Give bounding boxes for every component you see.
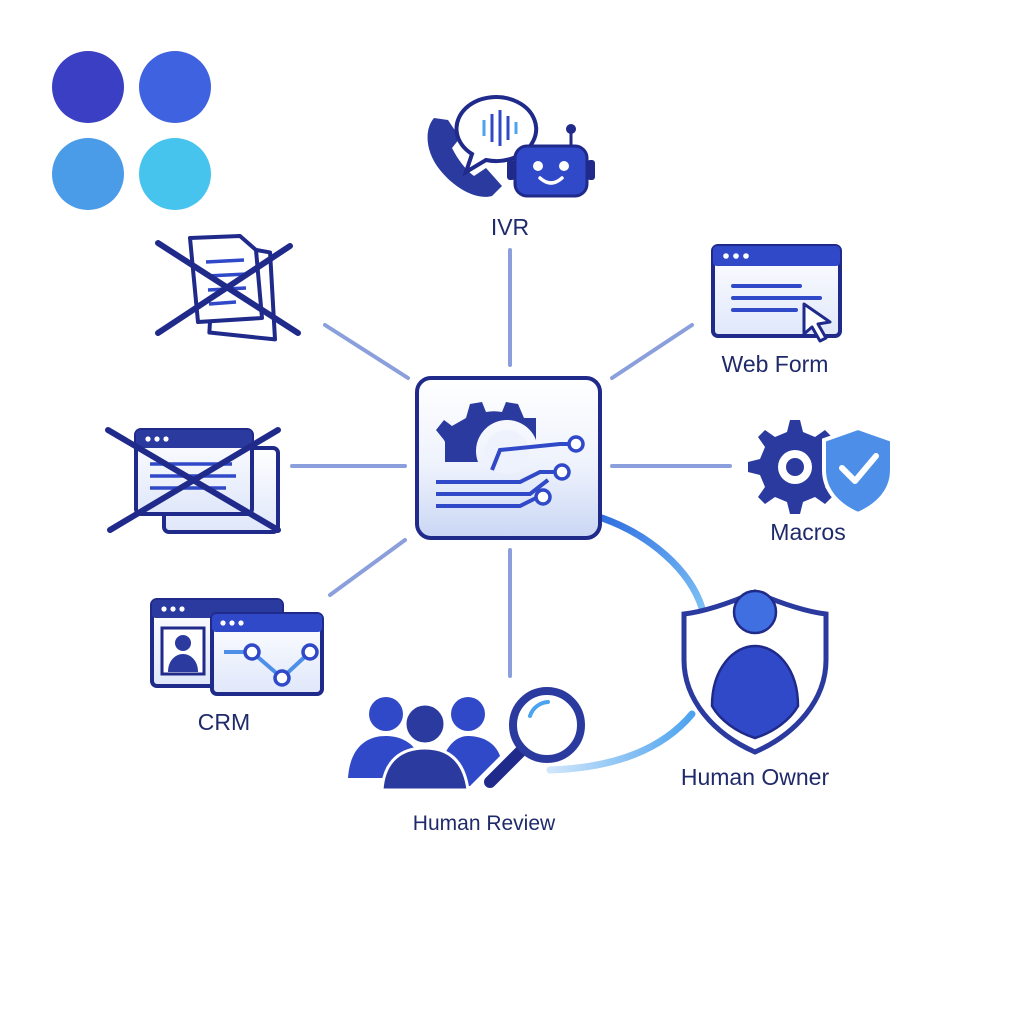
people-magnifier-icon <box>348 687 585 792</box>
connector-crossed-documents <box>323 323 410 380</box>
macros-label: Macros <box>770 519 845 545</box>
logo-dot-1 <box>52 51 124 123</box>
crossed-windows-node <box>105 427 281 534</box>
browser-form-cursor-icon <box>711 244 842 343</box>
gear-circuit-icon <box>436 402 585 508</box>
logo-dot-3 <box>52 138 124 210</box>
connector-web-form <box>610 323 694 380</box>
crm-windows-icon <box>150 598 324 696</box>
logo-dot-2 <box>139 51 211 123</box>
connector-crm <box>328 538 407 597</box>
crm-label: CRM <box>198 709 250 735</box>
web-form-label: Web Form <box>722 351 829 377</box>
gear-shield-check-icon <box>748 420 894 517</box>
logo-dot-4 <box>139 138 211 210</box>
connector-arc-owner-review <box>546 710 696 774</box>
ivr-label: IVR <box>491 214 529 240</box>
web-form-node: Web Form <box>711 244 842 377</box>
macros-node: Macros <box>748 420 894 545</box>
crm-node: CRM <box>150 598 324 735</box>
logo-dots <box>52 51 211 210</box>
human-review-node: Human Review <box>348 687 585 835</box>
human-owner-node: Human Owner <box>681 589 830 790</box>
connector-arc-hub-owner <box>598 514 706 612</box>
ivr-node: IVR <box>427 95 595 240</box>
person-shield-icon <box>681 589 829 755</box>
hub-node <box>415 376 602 540</box>
crossed-documents-node <box>155 234 301 342</box>
phone-chat-bot-icon <box>427 95 595 198</box>
connectors <box>290 248 732 678</box>
crossed-documents-icon <box>155 234 301 342</box>
human-review-label: Human Review <box>413 812 556 835</box>
crossed-windows-icon <box>105 427 281 534</box>
human-owner-label: Human Owner <box>681 764 830 790</box>
